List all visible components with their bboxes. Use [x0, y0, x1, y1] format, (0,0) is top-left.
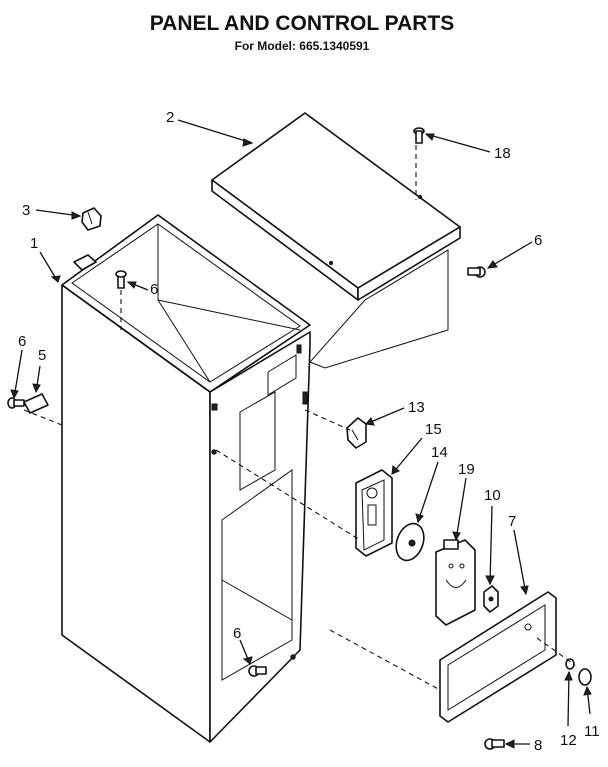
callout-label: 19 [458, 461, 475, 478]
callout-label: 13 [408, 399, 425, 416]
screw-icon [7, 397, 25, 409]
callout-label: 6 [18, 333, 26, 350]
callout-label: 10 [484, 487, 501, 504]
callout-label: 14 [431, 444, 448, 461]
screw-icon [413, 127, 425, 144]
screw-icon [484, 738, 505, 750]
callout-label: 8 [534, 737, 542, 754]
callout-labels: 1 2 3 5 6 6 6 6 7 8 10 11 12 13 14 15 18… [18, 109, 600, 754]
leader-lines [10, 119, 592, 749]
bracket-part-5 [23, 393, 49, 414]
diagram-title: PANEL AND CONTROL PARTS [150, 12, 455, 35]
callout-label: 5 [38, 347, 46, 364]
control-bracket-part-15 [355, 469, 393, 557]
cabinet-part-1 [61, 214, 311, 743]
screw-icon [248, 665, 267, 677]
callout-label: 3 [22, 202, 30, 219]
clip-part-13 [346, 417, 367, 449]
screw-icon [115, 270, 127, 289]
screw-icon [467, 266, 486, 278]
callout-label: 18 [494, 145, 511, 162]
washer-part-12 [565, 658, 575, 670]
callout-label: 2 [166, 109, 174, 126]
callout-label: 6 [534, 232, 542, 249]
model-subtitle: For Model: 665.1340591 [235, 39, 370, 53]
knob-part-11 [578, 668, 592, 686]
callout-label: 11 [584, 723, 600, 740]
assembly-guide-lines [23, 145, 576, 691]
top-cover-panel-part-2 [211, 112, 461, 369]
callout-label: 6 [233, 625, 241, 642]
control-plate-part-19 [435, 539, 476, 626]
callout-label: 7 [508, 513, 516, 530]
knob-part-10 [483, 585, 499, 613]
knob-dial-part-14 [395, 522, 425, 562]
clip-part-3 [81, 207, 102, 231]
callout-label: 1 [30, 235, 38, 252]
callout-label: 12 [560, 732, 577, 749]
callout-label: 6 [150, 281, 158, 298]
callout-label: 15 [425, 421, 442, 438]
control-panel-part-7 [439, 591, 557, 723]
